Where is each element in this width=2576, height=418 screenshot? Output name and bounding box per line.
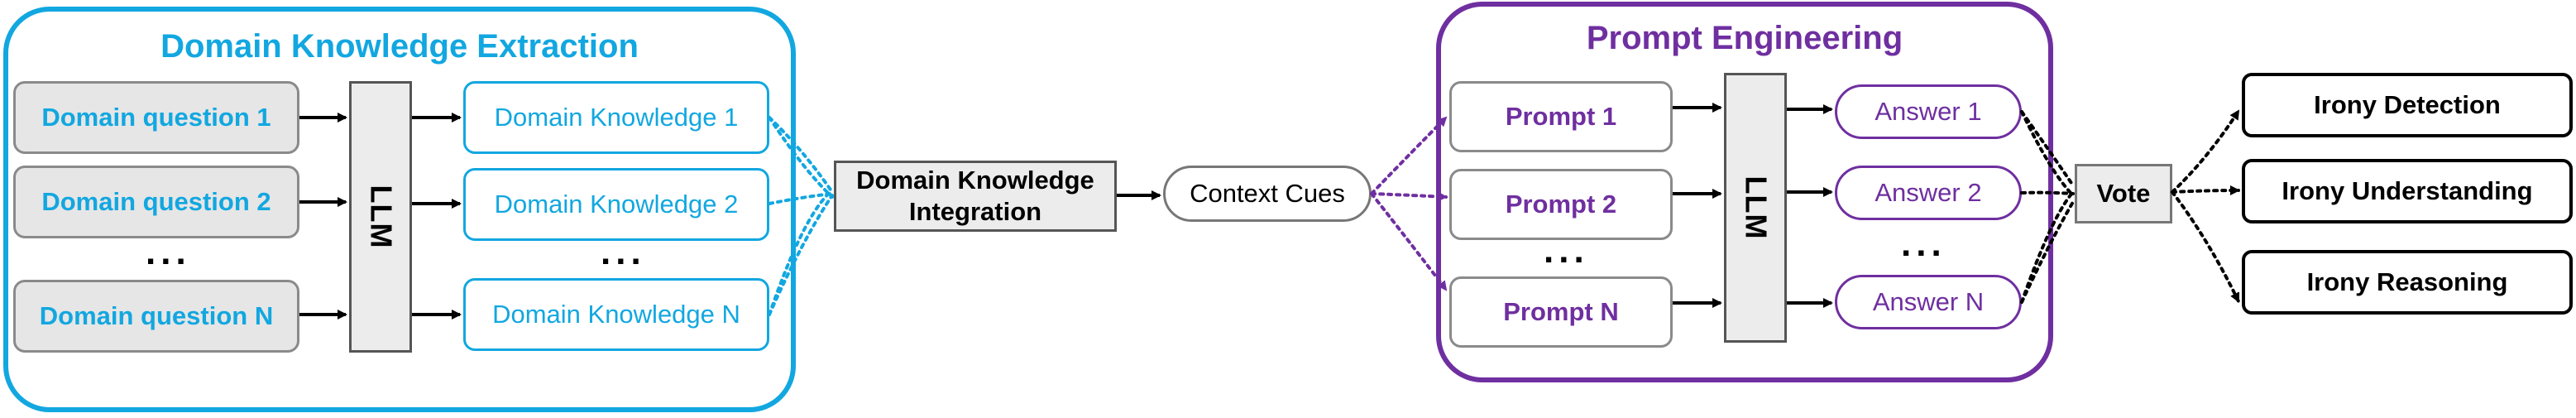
llm-block-prompting: LLM — [1724, 73, 1787, 343]
answer-1: Answer 1 — [1835, 84, 2022, 139]
domain-knowledge-2: Domain Knowledge 2 — [463, 168, 769, 241]
domain-panel-title: Domain Knowledge Extraction — [160, 28, 639, 65]
domain-question-1: Domain question 1 — [13, 81, 299, 154]
dotted-k1-integration — [768, 116, 834, 194]
domain-knowledge-n: Domain Knowledge N — [463, 278, 769, 351]
domain-knowledge-integration-box: Domain Knowledge Integration — [834, 161, 1117, 232]
dotted-vote-understanding — [2171, 185, 2240, 196]
prompt-1: Prompt 1 — [1449, 81, 1673, 152]
dotted-cues-p2 — [1370, 191, 1448, 202]
llm-block-extraction: LLM — [349, 81, 412, 353]
domain-knowledge-extraction-panel: Domain Knowledge Extraction — [3, 7, 796, 412]
knowledge-ellipsis: ... — [601, 232, 646, 272]
dotted-kn-integration-b — [768, 189, 834, 316]
vote-box: Vote — [2075, 164, 2172, 223]
context-cues-box: Context Cues — [1163, 166, 1372, 222]
answer-n: Answer N — [1835, 275, 2022, 329]
dotted-vote-reasoning — [2171, 190, 2240, 303]
output-irony-detection: Irony Detection — [2242, 73, 2573, 137]
dotted-k1-integration-b — [768, 116, 834, 199]
dotted-an-vote-b — [2020, 190, 2075, 304]
answer-ellipsis: ... — [1901, 223, 1946, 264]
answer-2: Answer 2 — [1835, 166, 2022, 220]
prompt-2: Prompt 2 — [1449, 169, 1673, 240]
prompt-n: Prompt N — [1449, 276, 1673, 348]
dotted-cues-p1 — [1370, 116, 1448, 195]
dotted-a1-vote-b — [2020, 110, 2075, 197]
dotted-kn-integration — [768, 194, 834, 316]
output-irony-reasoning: Irony Reasoning — [2242, 250, 2573, 315]
output-irony-understanding: Irony Understanding — [2242, 159, 2573, 223]
dotted-an-vote — [2020, 200, 2075, 304]
integration-label-line1: Domain Knowledge — [856, 166, 1094, 195]
dotted-vote-detection — [2171, 109, 2240, 194]
dotted-a2-vote — [2020, 190, 2075, 195]
dotted-cues-pn — [1370, 192, 1448, 291]
domain-knowledge-1: Domain Knowledge 1 — [463, 81, 769, 154]
prompt-panel-title: Prompt Engineering — [1586, 20, 1903, 56]
question-ellipsis: ... — [146, 232, 191, 272]
domain-question-2: Domain question 2 — [13, 166, 299, 238]
prompt-ellipsis: ... — [1544, 230, 1589, 271]
integration-label-line2: Integration — [908, 197, 1042, 226]
domain-question-n: Domain question N — [13, 280, 299, 353]
dotted-a1-vote — [2020, 110, 2075, 187]
